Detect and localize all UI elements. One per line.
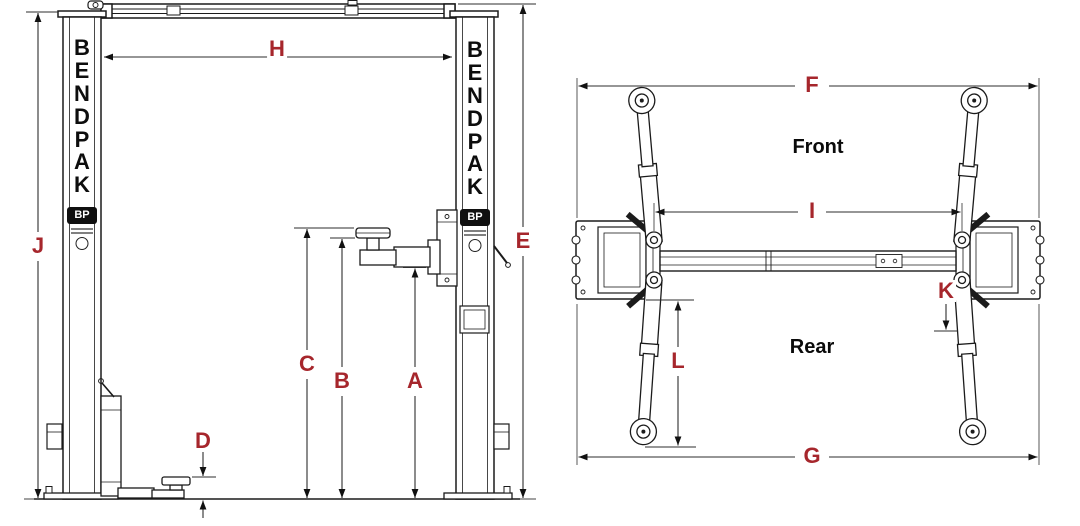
pulley-icon [92,2,99,8]
dim-label-h: H [267,36,287,61]
arm-inner [151,489,185,499]
top-plan-view [571,86,1045,446]
dim-label-d: D [193,428,213,453]
elevation-dimensions [24,3,536,518]
logo-fineprint-line [71,232,93,234]
plan-dimensions [576,78,1040,465]
overhead-beam [87,0,456,19]
low-arm-assembly [98,378,191,499]
dim-label-e: E [513,228,533,253]
arm-front-right [953,86,991,249]
dim-label-k: K [936,278,956,303]
dim-label-c: C [297,351,317,376]
carriage [100,395,122,497]
beam-top-bracket [347,0,358,6]
lock-handle [101,382,115,398]
anchor-notch [571,235,581,245]
dim-label-g: G [801,443,823,468]
arm-inner [359,249,397,266]
dim-label-b: B [332,368,352,393]
anchor-notch [1035,255,1045,265]
arm-outer [393,246,431,268]
arm-rear-left [626,271,663,446]
arm-front-left [625,86,663,249]
pad-stem [366,237,380,251]
arm-rear-right [953,271,990,446]
logo-badge-left [75,237,89,250]
logo-fineprint-line [464,230,486,232]
right-post-side-box [493,423,510,450]
cable-clamp [344,5,359,16]
logo-fineprint-line [71,228,93,230]
arm-outer [117,487,155,499]
pulley-bracket [87,0,104,10]
mid-arm-assembly [355,209,458,287]
pad-stem [169,484,183,491]
logo-fineprint-line [464,234,486,236]
lock-release-lever [493,245,508,264]
front-side-label: Front [792,136,844,158]
rear-side-label: Rear [789,336,835,358]
anchor-notch [1035,235,1045,245]
dim-label-f: F [803,72,821,97]
dim-label-l: L [669,348,687,373]
brand-text-right-post: BENDPAK [467,37,483,200]
lift-pad [161,476,191,486]
plan-crossbeam [659,250,957,272]
left-post-side-box [46,423,63,450]
anchor-bolt [503,486,511,494]
right-post [449,10,511,500]
dim-label-a: A [405,368,425,393]
logo-badge-right [468,239,482,252]
brand-text-left-post: BENDPAK [74,35,90,198]
bp-logo-left: BP [67,207,97,224]
bp-logo-right: BP [460,209,490,226]
front-elevation-view [34,0,520,500]
cable-clamp [166,5,181,16]
anchor-bolt [45,486,53,494]
dim-label-j: J [29,233,47,258]
dim-label-i: I [806,198,818,223]
anchor-notch [571,275,581,285]
anchor-notch [1035,275,1045,285]
anchor-notch [571,255,581,265]
